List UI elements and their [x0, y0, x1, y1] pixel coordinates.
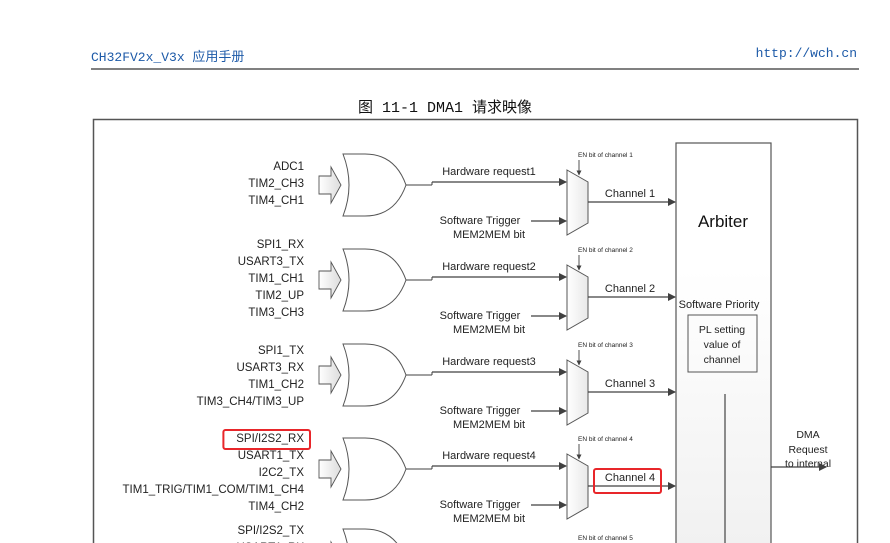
- en-bit-label: EN bit of channel 4: [578, 436, 633, 443]
- highlight-box: [222, 429, 311, 450]
- or-gate-icon: [342, 248, 407, 312]
- highlight-box: [593, 468, 662, 494]
- or-gate-icon: [342, 343, 407, 407]
- software-trigger-label: Software Trigger: [440, 310, 521, 322]
- request-source-label: SPI/I2S2_TX: [238, 525, 305, 537]
- request-source-label: TIM2_UP: [255, 290, 304, 302]
- pl-setting-box: [687, 314, 758, 373]
- or-gate-icon: [342, 153, 407, 217]
- arbiter-title: Arbiter: [698, 212, 748, 231]
- request-source-label: TIM4_CH1: [248, 195, 304, 207]
- request-group-3: SPI1_TX USART3_RX TIM1_CH2TIM3_CH4/TIM3_UP…: [197, 342, 676, 431]
- request-source-label: USART3_TX: [238, 256, 305, 268]
- website-link[interactable]: http://wch.cn: [755, 46, 857, 61]
- request-source-label: TIM2_CH3: [248, 178, 304, 190]
- request-source-label: SPI1_RX: [257, 239, 305, 251]
- dma-output: DMA Request to internal: [771, 429, 831, 471]
- request-source-label: TIM1_CH1: [248, 273, 304, 285]
- hardware-request-label: Hardware request3: [442, 356, 536, 368]
- channel-label: Channel 3: [605, 378, 655, 390]
- request-group-5: SPI/I2S2_TXUSART1_RXEN bit of channel 5: [236, 525, 633, 543]
- hardware-request-label: Hardware request2: [442, 261, 536, 273]
- figure-title: 图 11-1 DMA1 请求映像: [357, 100, 533, 117]
- request-source-label: USART3_RX: [236, 362, 304, 374]
- software-trigger-label: Software Trigger: [440, 215, 521, 227]
- hardware-request-label: Hardware request1: [442, 166, 536, 178]
- request-source-label: TIM1_CH2: [248, 379, 304, 391]
- header-divider: [91, 68, 859, 70]
- mem2mem-label: MEM2MEM bit: [453, 229, 525, 241]
- block-arrow-icon: [318, 260, 342, 300]
- output-label-line: Request: [788, 444, 827, 456]
- request-group-4: SPI/I2S2_RX USART1_TX I2C2_TX TIM1_TRIG/TIM…: [123, 429, 676, 525]
- software-trigger-label: Software Trigger: [440, 405, 521, 417]
- output-label-line: DMA: [796, 429, 819, 441]
- multiplexer-icon: [566, 169, 589, 236]
- software-trigger-label: Software Trigger: [440, 499, 521, 511]
- en-bit-label: EN bit of channel 5: [578, 535, 633, 542]
- figure-frame: [92, 118, 859, 543]
- multiplexer-icon: [566, 359, 589, 426]
- request-source-label: TIM1_TRIG/TIM1_COM/TIM1_CH4: [123, 484, 305, 496]
- request-source-label: USART1_TX: [238, 450, 305, 462]
- multiplexer-icon: [566, 453, 589, 520]
- hardware-request-label: Hardware request4: [442, 450, 536, 462]
- request-source-label: SPI1_TX: [258, 345, 304, 357]
- mem2mem-label: MEM2MEM bit: [453, 419, 525, 431]
- pl-setting-line: PL setting: [699, 324, 745, 336]
- block-arrow-icon: [318, 355, 342, 395]
- request-source-label: TIM4_CH2: [248, 501, 304, 513]
- output-label-line: to internal: [785, 458, 831, 470]
- multiplexer-icon: [566, 264, 589, 331]
- request-source-label: ADC1: [273, 161, 304, 173]
- request-source-label: TIM3_CH3: [248, 307, 304, 319]
- or-gate-icon: [342, 528, 398, 543]
- software-priority-label: Software Priority: [679, 299, 760, 311]
- en-bit-label: EN bit of channel 2: [578, 247, 633, 254]
- block-arrow-icon: [318, 165, 342, 205]
- channel-label: Channel 1: [605, 188, 655, 200]
- request-source-label: TIM3_CH4/TIM3_UP: [197, 396, 305, 408]
- document-title: CH32FV2x_V3x 应用手册: [91, 50, 245, 65]
- en-bit-label: EN bit of channel 1: [578, 152, 633, 159]
- block-arrow-icon: [318, 449, 342, 489]
- request-source-label: SPI/I2S2_RX: [236, 433, 304, 445]
- en-bit-label: EN bit of channel 3: [578, 342, 633, 349]
- channel-label: Channel 2: [605, 283, 655, 295]
- or-gate-icon: [342, 437, 407, 501]
- request-source-label: I2C2_TX: [259, 467, 305, 479]
- channel-label: Channel 4: [605, 472, 655, 484]
- pl-setting-line: channel: [704, 354, 741, 366]
- mem2mem-label: MEM2MEM bit: [453, 324, 525, 336]
- arbiter-block: Arbiter Software Priority PL setting val…: [675, 142, 772, 543]
- pl-setting-line: value of: [704, 339, 741, 351]
- mem2mem-label: MEM2MEM bit: [453, 513, 525, 525]
